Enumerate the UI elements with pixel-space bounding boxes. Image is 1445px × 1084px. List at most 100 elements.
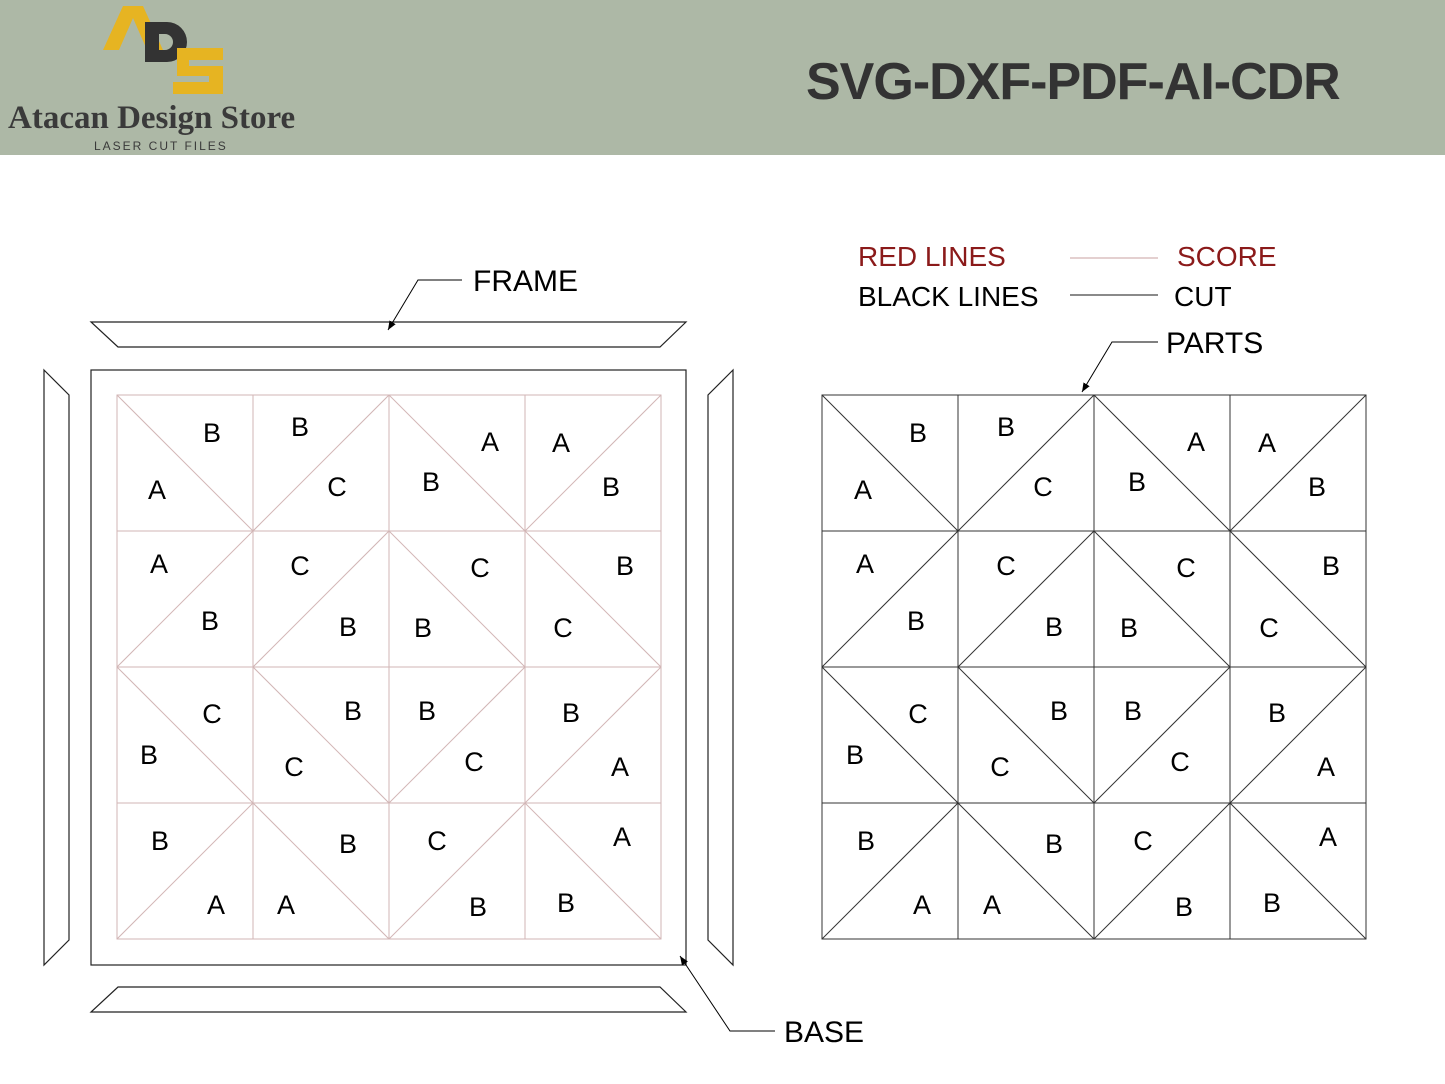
part-label: B — [909, 418, 927, 448]
grid-cell: BC — [388, 666, 526, 804]
grid-cell: BA — [116, 802, 254, 940]
grid-cell: CB — [1093, 802, 1231, 940]
cell-diagonal — [1093, 802, 1231, 940]
part-label: A — [1258, 428, 1276, 458]
part-label: C — [470, 553, 490, 583]
grid-cell: AB — [1229, 394, 1367, 532]
cell-diagonal — [524, 802, 662, 940]
cell-diagonal — [252, 394, 390, 532]
ads-logo — [103, 6, 223, 94]
part-label: B — [344, 696, 362, 726]
base-panel — [90, 369, 687, 966]
grid-cell: AB — [821, 530, 959, 668]
grid-cell: BA — [524, 666, 662, 804]
part-label: B — [602, 472, 620, 502]
part-label: C — [327, 472, 347, 502]
cell-diagonal — [821, 666, 959, 804]
cell-diagonal — [957, 666, 1095, 804]
cell-diagonal — [388, 530, 526, 668]
part-label: B — [1268, 698, 1286, 728]
frame-label: FRAME — [473, 265, 578, 298]
file-formats-title: SVG-DXF-PDF-AI-CDR — [806, 53, 1341, 111]
cell-diagonal — [252, 530, 390, 668]
grid-cell: BA — [116, 394, 254, 532]
part-label: B — [1263, 888, 1281, 918]
grid-cell: BC — [1093, 666, 1231, 804]
grid-cell: BC — [957, 394, 1095, 532]
part-label: B — [414, 613, 432, 643]
grid-cell: BC — [252, 666, 390, 804]
part-label: A — [150, 549, 168, 579]
part-label: B — [151, 826, 169, 856]
grid-cell: BC — [524, 530, 662, 668]
parts-leader — [1081, 341, 1158, 393]
part-label: C — [1176, 553, 1196, 583]
grid-cell: BA — [252, 802, 390, 940]
base-label: BASE — [784, 1016, 864, 1049]
frame-bottom-piece — [89, 986, 688, 1013]
part-label: B — [616, 551, 634, 581]
part-label: A — [611, 752, 629, 782]
part-label: B — [997, 412, 1015, 442]
part-label: C — [202, 699, 222, 729]
cell-diagonal — [116, 394, 254, 532]
grid-cell: AB — [524, 394, 662, 532]
grid-cell: BC — [1229, 530, 1367, 668]
part-label: A — [854, 475, 872, 505]
part-label: A — [613, 822, 631, 852]
part-label: B — [846, 740, 864, 770]
grid-cell: AB — [524, 802, 662, 940]
part-label: B — [1045, 612, 1063, 642]
cell-diagonal — [1229, 394, 1367, 532]
frame-left-piece — [43, 368, 70, 967]
cell-diagonal — [957, 530, 1095, 668]
grid-cell: CB — [957, 530, 1095, 668]
grid-cell: CB — [388, 530, 526, 668]
legend-black-lines: BLACK LINES — [858, 281, 1039, 312]
grid-cell: CB — [116, 666, 254, 804]
cell-diagonal — [116, 530, 254, 668]
part-label: B — [1308, 472, 1326, 502]
part-label: A — [481, 427, 499, 457]
frame-leader — [387, 279, 462, 331]
part-label: B — [557, 888, 575, 918]
part-label: B — [1050, 696, 1068, 726]
grid-cell: CB — [252, 530, 390, 668]
grid-cell: BA — [957, 802, 1095, 940]
part-label: A — [983, 890, 1001, 920]
grid-cell: CB — [388, 802, 526, 940]
part-label: B — [422, 467, 440, 497]
part-label: C — [464, 747, 484, 777]
grid-cell: AB — [116, 530, 254, 668]
cell-diagonal — [252, 666, 390, 804]
grid-cell: BC — [252, 394, 390, 532]
part-label: B — [562, 698, 580, 728]
part-label: B — [1322, 551, 1340, 581]
frame-right-piece — [707, 368, 734, 967]
part-label: C — [908, 699, 928, 729]
part-label: C — [290, 551, 310, 581]
cell-outline — [1229, 802, 1367, 940]
grid-cell: BA — [821, 394, 959, 532]
part-label: A — [1317, 752, 1335, 782]
cell-diagonal — [1093, 530, 1231, 668]
cell-diagonal — [1229, 666, 1367, 804]
part-label: A — [552, 428, 570, 458]
part-label: C — [990, 752, 1010, 782]
cell-diagonal — [1093, 394, 1231, 532]
cell-diagonal — [524, 666, 662, 804]
cell-diagonal — [252, 802, 390, 940]
part-label: C — [427, 826, 447, 856]
cell-diagonal — [388, 666, 526, 804]
legend-score: SCORE — [1177, 241, 1277, 272]
part-label: B — [1045, 829, 1063, 859]
part-label: B — [201, 606, 219, 636]
grid-cell: BC — [957, 666, 1095, 804]
part-label: A — [148, 475, 166, 505]
base-leader — [679, 955, 775, 1032]
cell-diagonal — [1229, 530, 1367, 668]
grid-cell: CB — [821, 666, 959, 804]
part-label: A — [1319, 822, 1337, 852]
part-label: B — [291, 412, 309, 442]
grid-cell: AB — [388, 394, 526, 532]
